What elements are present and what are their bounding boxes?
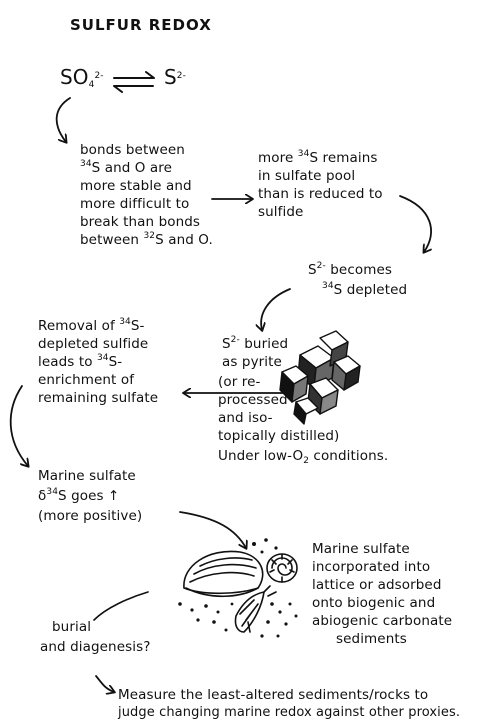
note-line: judge changing marine redox against othe… [118, 705, 461, 720]
sulfate-symbol: SO [60, 65, 89, 89]
note-text: Removal of [38, 318, 115, 334]
clam-shell-icon [183, 550, 264, 598]
note-line: leads to 34S- [38, 353, 122, 371]
note-line: sulfide [258, 204, 304, 220]
note-line: onto biogenic and [312, 595, 436, 611]
delta-symbol: δ [38, 488, 47, 504]
isotope-mass: 34 [119, 317, 131, 327]
note-line: more stable and [80, 178, 192, 194]
note-line: S2- becomes [308, 261, 392, 279]
note-text: buried [244, 336, 289, 352]
note-line: processed [218, 392, 288, 408]
isotope-mass: 34 [96, 353, 109, 363]
reverse-arrow [113, 85, 154, 93]
note-line: in sulfate pool [258, 168, 356, 184]
note-text: leads to [38, 354, 93, 370]
note-text: more [258, 150, 294, 166]
note-line: sediments [336, 631, 407, 647]
line-sediments-to-burial [93, 591, 149, 621]
note-line: Marine sulfate [38, 468, 136, 484]
note-line: δ34S goes ↑ [38, 487, 119, 505]
note-line: 34S and O are [80, 159, 172, 177]
note-text: S [222, 336, 231, 352]
sulfate-subscript: 4 [88, 80, 95, 90]
note-line: Measure the least-altered sediments/rock… [118, 687, 429, 703]
note-line: remaining sulfate [38, 390, 159, 406]
note-text: conditions. [313, 448, 389, 464]
note-line: S2- buried [222, 335, 288, 353]
arrow-removal-to-marine [9, 385, 28, 466]
note-line: enrichment of [38, 372, 135, 388]
sulfide-symbol: S [164, 65, 177, 89]
arrow-marine-to-sediments [179, 511, 246, 548]
sulfide-formula: S2- [164, 65, 186, 89]
note-line: and diagenesis? [40, 639, 151, 655]
note-line: lattice or adsorbed [312, 577, 442, 593]
isotope-mass: 34 [46, 487, 59, 497]
snail-shell-icon [266, 553, 298, 583]
note-line: than is reduced to [258, 186, 383, 202]
note-text: S- [108, 354, 123, 370]
note-line: topically distilled) [218, 428, 340, 444]
note-line: (or re- [218, 374, 261, 390]
note-text: becomes [330, 262, 393, 278]
note-text: S remains [309, 150, 378, 166]
arrow-diagenesis-to-measure [95, 675, 114, 692]
arrow-depleted-to-buried [261, 288, 291, 330]
oxygen-subscript: 2 [303, 456, 310, 466]
note-line: incorporated into [312, 559, 431, 575]
note-line: more difficult to [80, 196, 190, 212]
note-text: S and O are [91, 160, 173, 176]
note-text: S and O. [155, 232, 213, 248]
note-line: abiogenic carbonate [312, 613, 453, 629]
note-line: burial [52, 619, 92, 635]
sulfate-formula: SO42- [60, 65, 104, 90]
isotope-mass: 34 [80, 159, 92, 169]
note-line: as pyrite [222, 354, 282, 370]
flow-arrows [9, 97, 431, 692]
diagram-title: SULFUR REDOX [70, 16, 212, 34]
carbonate-sediment-icons [178, 538, 298, 638]
equilibrium-arrows [113, 71, 155, 93]
spiral-shell-icon [234, 585, 277, 633]
note-line: 34S depleted [322, 281, 407, 299]
note-text: S- [130, 318, 145, 334]
note-line: more 34S remains [258, 149, 378, 167]
note-line: break than bonds [80, 214, 201, 230]
note-text: S [308, 262, 317, 278]
arrow-pool-to-depleted [399, 195, 431, 252]
note-text: S depleted [333, 282, 408, 298]
sediment-dots [178, 538, 298, 638]
ion-charge: 2- [316, 261, 326, 271]
sulfate-charge: 2- [94, 71, 104, 81]
note-line: between 32S and O. [80, 231, 213, 249]
note-line: and iso- [218, 410, 273, 426]
ion-charge: 2- [230, 335, 240, 345]
arrow-equation-to-bonds [55, 97, 71, 142]
forward-arrow [113, 71, 155, 79]
note-text: Under low-O [218, 448, 304, 464]
note-line: Removal of 34S- [38, 317, 145, 335]
isotope-mass: 34 [322, 281, 334, 291]
note-text: between [80, 232, 140, 248]
isotope-mass: 34 [297, 149, 310, 159]
note-line: Under low-O2 conditions. [218, 447, 389, 466]
note-line: Marine sulfate [312, 541, 410, 557]
note-line: (more positive) [38, 508, 143, 524]
note-line: depleted sulfide [38, 336, 149, 352]
isotope-mass: 32 [143, 231, 156, 241]
sulfide-charge: 2- [176, 71, 186, 81]
pyrite-crystal-icon [279, 330, 361, 425]
note-text: S goes ↑ [58, 488, 120, 504]
note-line: bonds between [80, 142, 185, 158]
